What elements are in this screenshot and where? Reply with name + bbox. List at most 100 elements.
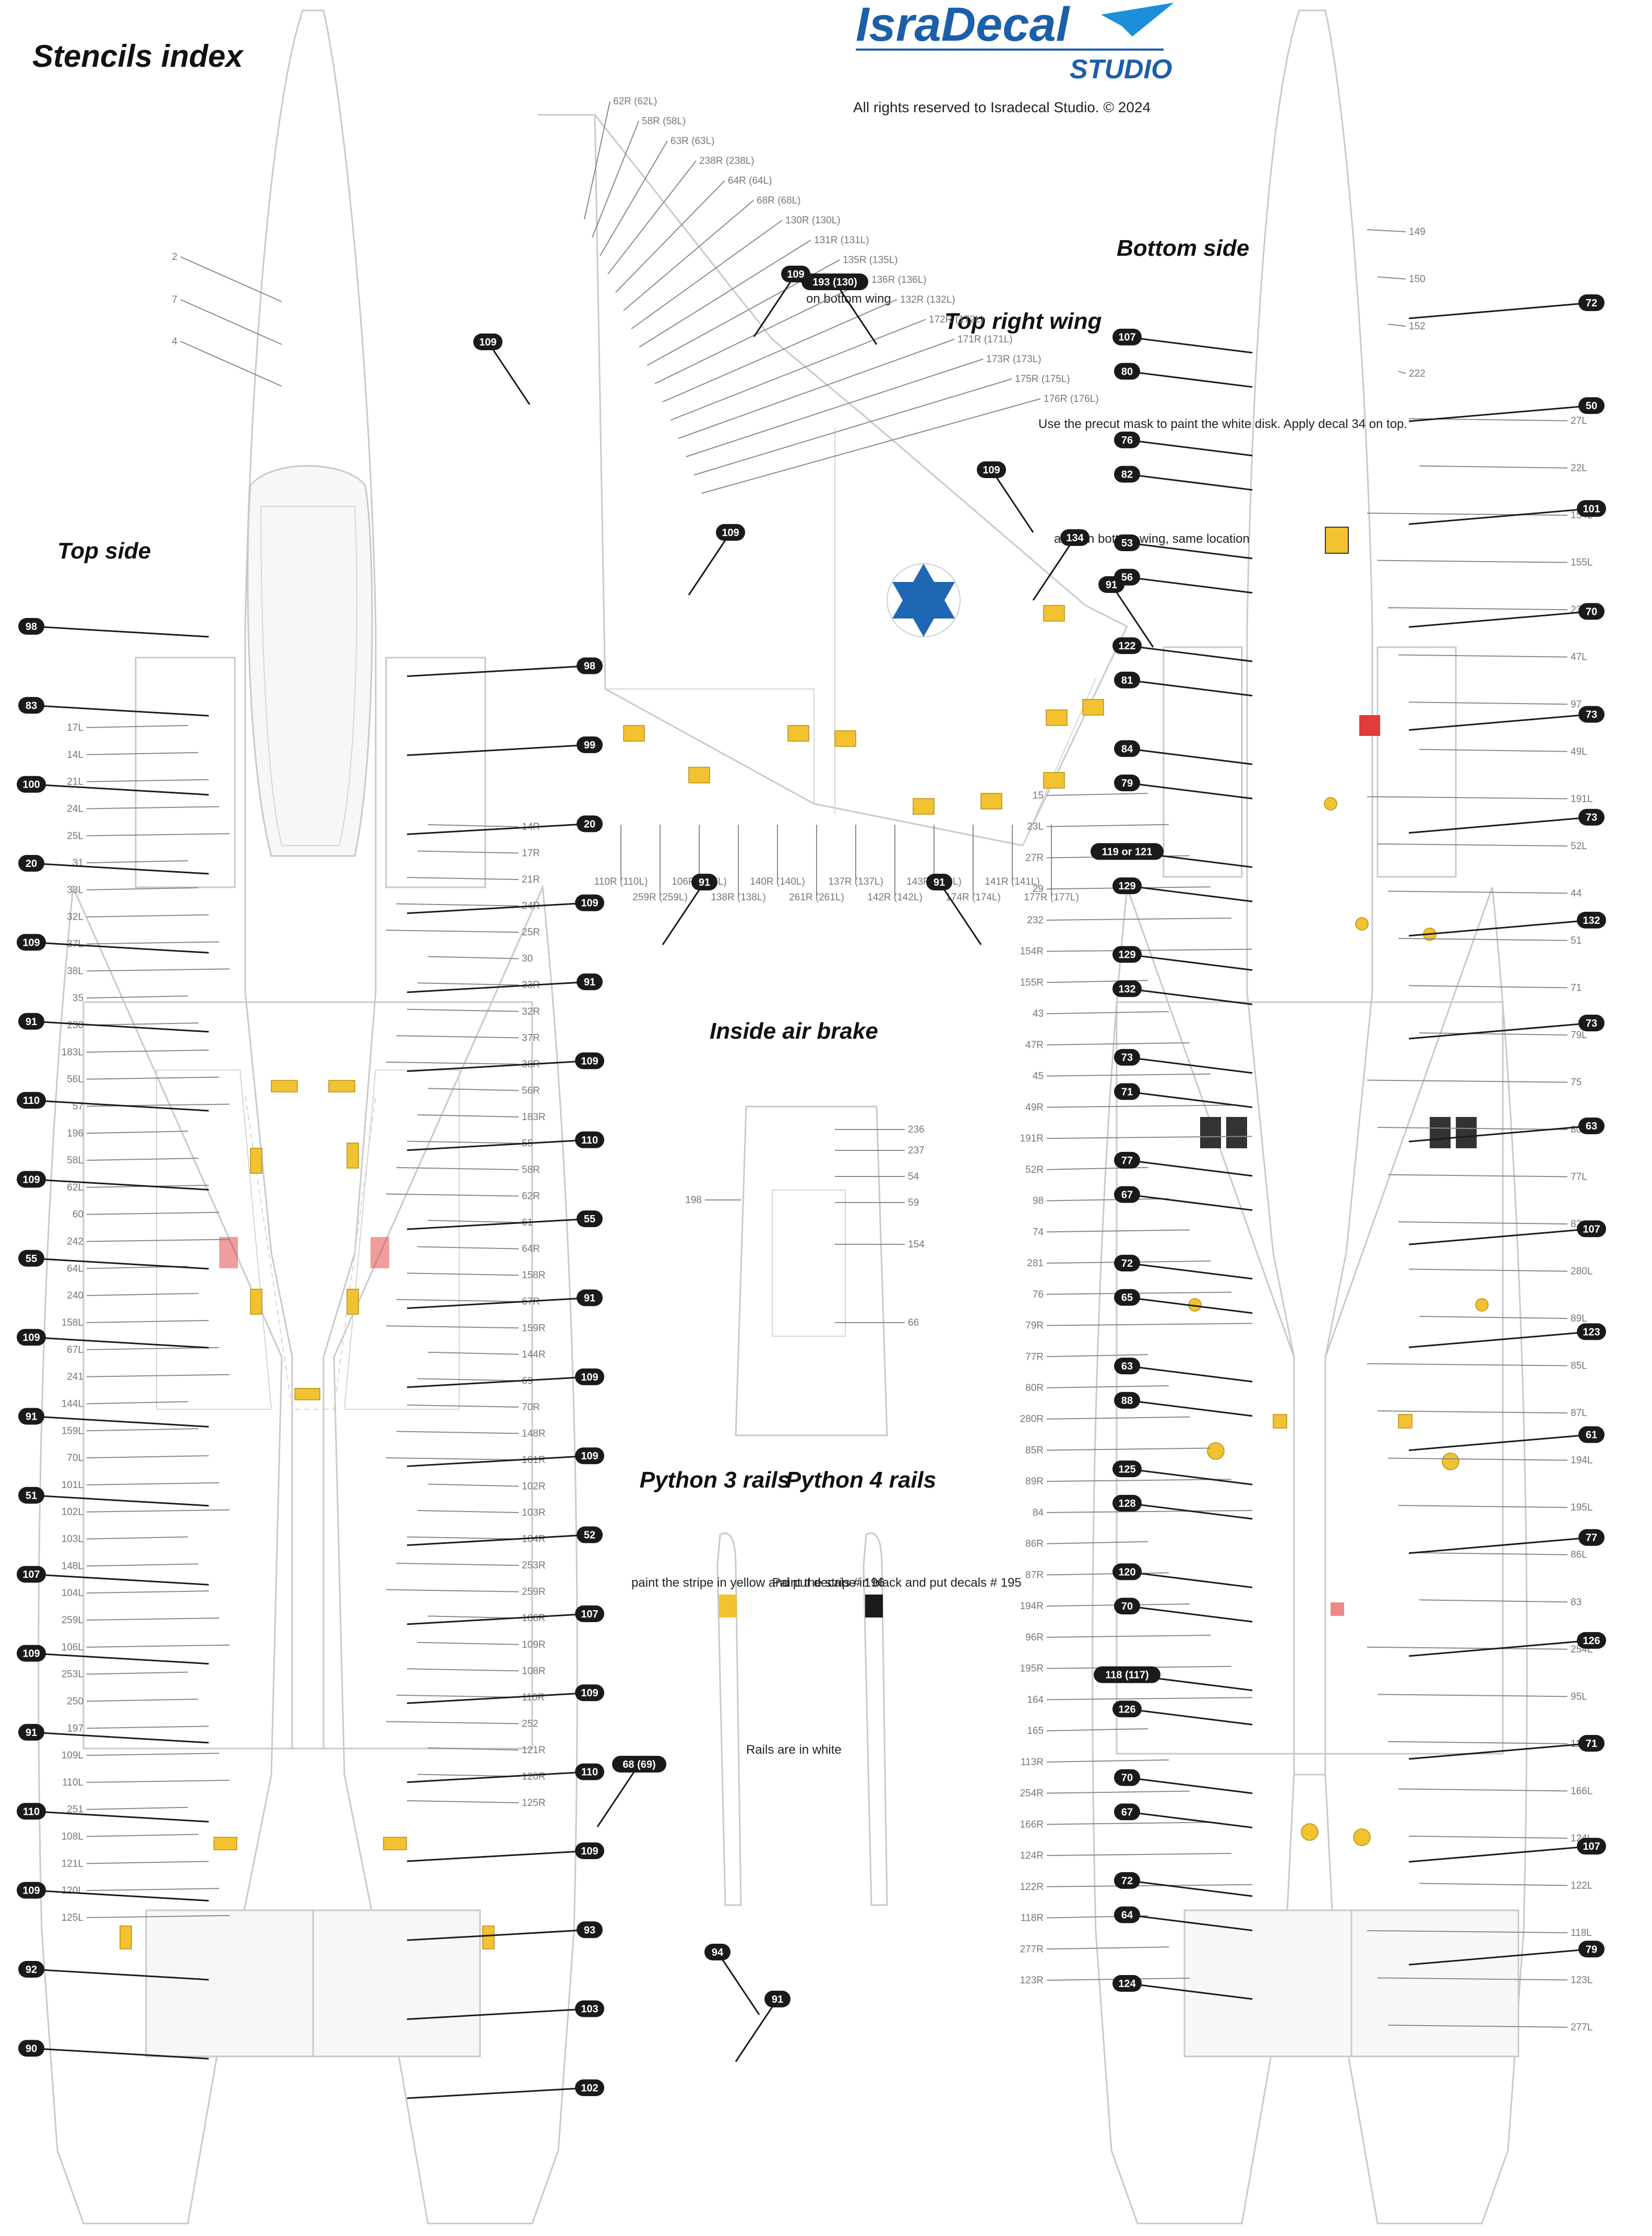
wing-callout: 91 <box>1106 579 1117 591</box>
top-left-label: 56L <box>67 1074 83 1085</box>
bottom-callout-leader <box>1127 679 1253 697</box>
rails-note: Rails are in white <box>746 1743 842 1757</box>
top-left-label-leader <box>86 1131 188 1134</box>
bottom-callout-badge <box>1091 843 1164 860</box>
bottom-callout: 118 (117) <box>1105 1670 1148 1681</box>
bottom-left-label: 85R <box>1025 1445 1044 1456</box>
bottom-right-label: 195L <box>1571 1502 1593 1513</box>
bottom-callout: 84 <box>1121 743 1133 755</box>
bottom-side-title: Bottom side <box>1117 235 1249 261</box>
top-callout-badge <box>577 1210 603 1228</box>
top-left-label: 102L <box>62 1507 83 1518</box>
top-left-label-leader <box>86 1509 230 1513</box>
bottom-right-label-leader <box>1398 1221 1568 1225</box>
bottom-callout-badge <box>1114 1803 1140 1821</box>
top-right-label: 37R <box>522 1032 540 1043</box>
top-left-label-leader <box>86 1428 199 1432</box>
bottom-callout-leader <box>1408 1845 1592 1863</box>
top-callout-badge <box>577 736 603 754</box>
top-callout-leader <box>31 1731 209 1744</box>
bottom-left-label-leader <box>1046 1354 1148 1358</box>
bottom-callout-badge <box>1577 1220 1606 1238</box>
wing-bottom-label: 142R (142L) <box>867 892 923 903</box>
bottom-callout-badge <box>1114 740 1140 757</box>
bottom-right-label: 150 <box>1409 274 1426 285</box>
bottom-right-label-leader <box>1367 796 1568 800</box>
bottom-right-label-leader <box>1377 1977 1568 1981</box>
bottom-left-label: 27R <box>1025 852 1044 863</box>
top-right-label-leader <box>406 877 519 881</box>
bottom-callout-badge <box>1578 808 1605 826</box>
bottom-callout-badge <box>1114 1391 1140 1409</box>
top-callout-leader <box>31 862 209 875</box>
bottom-right-label: 87L <box>1571 1408 1587 1419</box>
top-left-label: 120L <box>62 1885 83 1896</box>
top-left-label-leader <box>86 1915 230 1918</box>
bottom-callout-leader <box>1408 405 1592 422</box>
bottom-right-label-leader <box>1367 1930 1568 1933</box>
top-right-label-leader <box>396 1167 519 1171</box>
bottom-right-label-leader <box>1387 1174 1568 1178</box>
bottom-left-label-leader <box>1046 1884 1253 1887</box>
top-callout-leader <box>31 1416 209 1428</box>
wing-bottom-label: 177R (177L) <box>1024 892 1079 903</box>
bottom-callout: 64 <box>1121 1910 1133 1921</box>
top-left-label-leader <box>86 1482 220 1485</box>
top-callout-leader <box>31 2047 209 2060</box>
top-callout-badge <box>17 1329 46 1346</box>
wing-callout-leader <box>1032 537 1076 601</box>
top-right-label-leader <box>427 1483 519 1487</box>
python4-note: Paint the stripe in black and put decals… <box>772 1576 1022 1590</box>
wing-callout: 94 <box>712 1947 724 1958</box>
top-callout: 110 <box>581 1135 598 1146</box>
bottom-right-label-leader <box>1387 1457 1568 1461</box>
top-left-label-leader <box>86 1590 209 1594</box>
wing-callout-leader <box>753 273 797 337</box>
top-left-label: 148L <box>62 1561 83 1572</box>
bottom-callout: 101 <box>1583 503 1600 515</box>
top-callout: 109 <box>22 1648 40 1660</box>
bottom-callout: 77 <box>1121 1155 1133 1167</box>
python3-note: paint the stripe in yellow and put decal… <box>631 1576 885 1590</box>
bottom-right-label: 27L <box>1571 415 1587 426</box>
top-left-label-leader <box>86 941 220 945</box>
bottom-callout: 73 <box>1121 1052 1133 1064</box>
top-callout-badge <box>18 855 44 872</box>
bottom-left-label: 43 <box>1033 1008 1044 1019</box>
top-callout: 103 <box>581 2004 598 2015</box>
top-left-label: 183L <box>62 1047 83 1058</box>
top-callout-leader <box>31 1968 209 1981</box>
top-right-label: 103R <box>522 1507 545 1518</box>
bottom-left-label: 123R <box>1020 1975 1044 1986</box>
wing-top-label-leader <box>670 319 926 421</box>
bottom-left-label-leader <box>1046 1759 1169 1763</box>
top-callout-leader <box>406 902 590 914</box>
bottom-right-label-leader <box>1377 276 1406 280</box>
bottom-right-label: 95L <box>1571 1691 1587 1702</box>
top-left-label: 101L <box>62 1480 83 1491</box>
top-left-label: 230 <box>67 1020 83 1031</box>
bottom-callout-badge <box>1577 1323 1606 1340</box>
bottom-right-label: 77L <box>1571 1172 1587 1183</box>
bottom-callout: 70 <box>1121 1773 1133 1784</box>
bottom-right-label-leader <box>1408 1552 1568 1555</box>
top-left-label: 70L <box>67 1453 83 1464</box>
top-callout-leader <box>31 1889 209 1902</box>
top-left-label-leader <box>86 1076 220 1080</box>
wing-top-label: 132R (132L) <box>900 294 955 305</box>
bottom-left-label: 154R <box>1020 946 1044 957</box>
wing-callout: 91 <box>933 877 945 888</box>
top-callout-badge <box>577 657 603 674</box>
top-callout-leader <box>31 1020 209 1033</box>
bottom-right-label: 89L <box>1571 1313 1587 1324</box>
top-left-label: 67L <box>67 1345 83 1355</box>
top-left-label: 144L <box>62 1398 83 1409</box>
bottom-callout-badge <box>1112 1700 1142 1718</box>
bottom-callout: 73 <box>1586 709 1597 721</box>
top-left-label: 21L <box>67 777 83 788</box>
bottom-callout-badge <box>1112 980 1142 997</box>
top-right-label-leader <box>427 956 519 959</box>
top-callout-leader <box>31 1810 209 1823</box>
top-left-label-leader <box>86 1158 199 1161</box>
bottom-left-label-leader <box>1046 1104 1232 1108</box>
